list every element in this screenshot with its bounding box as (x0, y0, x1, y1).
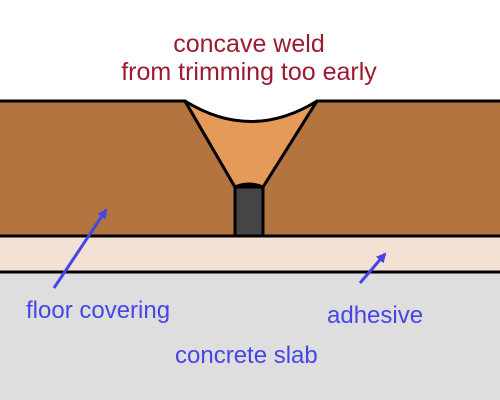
concrete-slab (0, 272, 500, 400)
adhesive-label: adhesive (327, 302, 423, 329)
adhesive-arrow (358, 252, 387, 284)
concrete-slab-label: concrete slab (175, 342, 318, 369)
diagram-title-line-1: concave weld (173, 30, 324, 58)
floor-covering-label: floor covering (26, 297, 170, 324)
concave-weld (183, 99, 319, 189)
diagram-title-line-2: from trimming too early (121, 58, 377, 86)
floor-covering-arrow (52, 208, 108, 289)
seam-gap (233, 185, 265, 238)
